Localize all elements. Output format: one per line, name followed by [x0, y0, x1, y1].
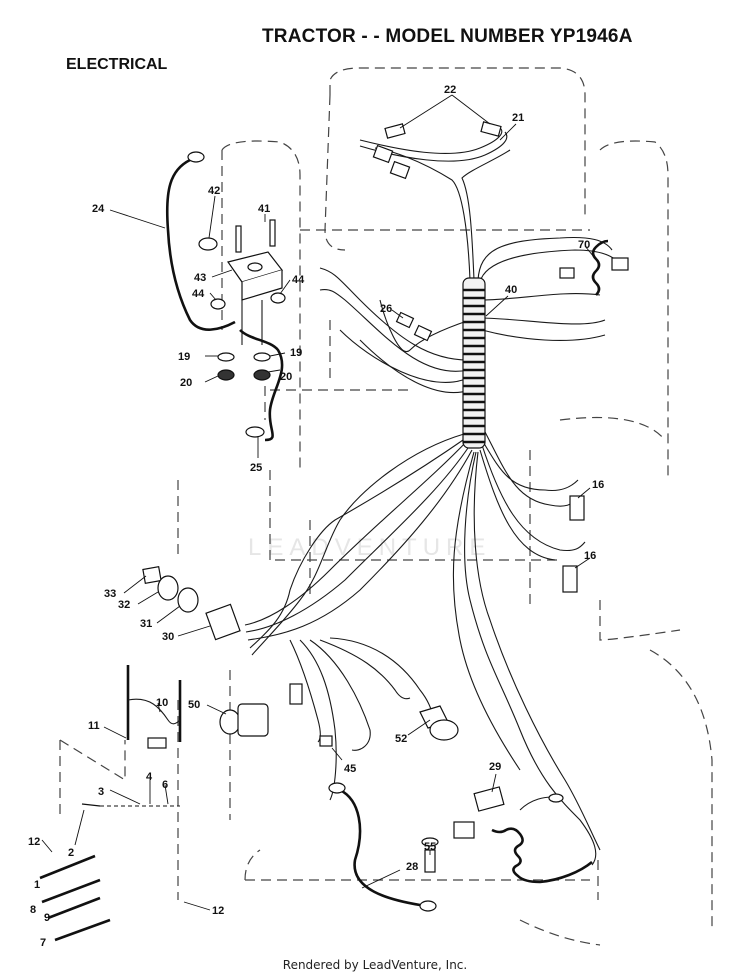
callout-33: 33 [104, 588, 116, 600]
callout-44-right: 44 [292, 274, 305, 286]
callout-8: 8 [30, 904, 36, 916]
callout-19-left: 19 [178, 351, 190, 363]
callout-44-left: 44 [192, 288, 205, 300]
callout-45: 45 [344, 763, 356, 775]
callout-43: 43 [194, 272, 206, 284]
callout-32: 32 [118, 599, 130, 611]
callout-41: 41 [258, 203, 270, 215]
callout-11: 11 [88, 720, 100, 732]
callout-26: 26 [380, 303, 392, 315]
solenoid-assembly [198, 219, 286, 381]
callout-24: 24 [92, 203, 105, 215]
watermark: LEADVENTURE [248, 534, 492, 561]
callout-3: 3 [98, 786, 104, 798]
callout-10: 10 [156, 697, 168, 709]
misc-parts [219, 311, 459, 873]
callout-22: 22 [444, 84, 456, 96]
callout-12-upper: 12 [28, 836, 40, 848]
callout-31: 31 [140, 618, 152, 630]
callout-29: 29 [489, 761, 501, 773]
callout-12-lower: 12 [212, 905, 224, 917]
tractor-outline [59, 67, 713, 946]
callout-50: 50 [188, 699, 200, 711]
callout-labels: 22 21 24 42 41 43 44 44 19 19 20 20 25 2… [28, 84, 604, 949]
callout-6: 6 [162, 779, 168, 791]
footer-credit: Rendered by LeadVenture, Inc. [282, 958, 468, 972]
callout-16-upper: 16 [592, 479, 604, 491]
callout-7: 7 [40, 937, 46, 949]
callout-42: 42 [208, 185, 220, 197]
harness-wrap-40 [462, 277, 486, 449]
callout-1: 1 [34, 879, 40, 891]
callout-28: 28 [406, 861, 418, 873]
coiled-cable-29 [453, 786, 593, 884]
callout-52: 52 [395, 733, 407, 745]
callout-19-right: 19 [290, 347, 302, 359]
section-title: ELECTRICAL [66, 56, 168, 73]
callout-25: 25 [250, 462, 262, 474]
wiring-harness [244, 147, 621, 866]
callout-20-left: 20 [180, 377, 192, 389]
leader-lines [41, 94, 599, 911]
callout-9: 9 [44, 912, 50, 924]
seat-switch-parts [39, 665, 182, 942]
callout-16-lower: 16 [584, 550, 596, 562]
battery-cables [165, 151, 437, 912]
callout-55: 55 [424, 841, 436, 853]
callout-4: 4 [146, 771, 153, 783]
ignition-switch-assembly [142, 566, 241, 641]
coiled-lead-70 [559, 239, 629, 296]
callout-2: 2 [68, 847, 74, 859]
callout-30: 30 [162, 631, 174, 643]
headlight-assembly [359, 121, 508, 180]
callout-21: 21 [512, 112, 524, 124]
callout-70: 70 [578, 239, 590, 251]
switches-16 [562, 495, 585, 593]
callout-40: 40 [505, 284, 517, 296]
page-title: TRACTOR - - MODEL NUMBER YP1946A [262, 26, 633, 47]
callout-20-right: 20 [280, 371, 292, 383]
